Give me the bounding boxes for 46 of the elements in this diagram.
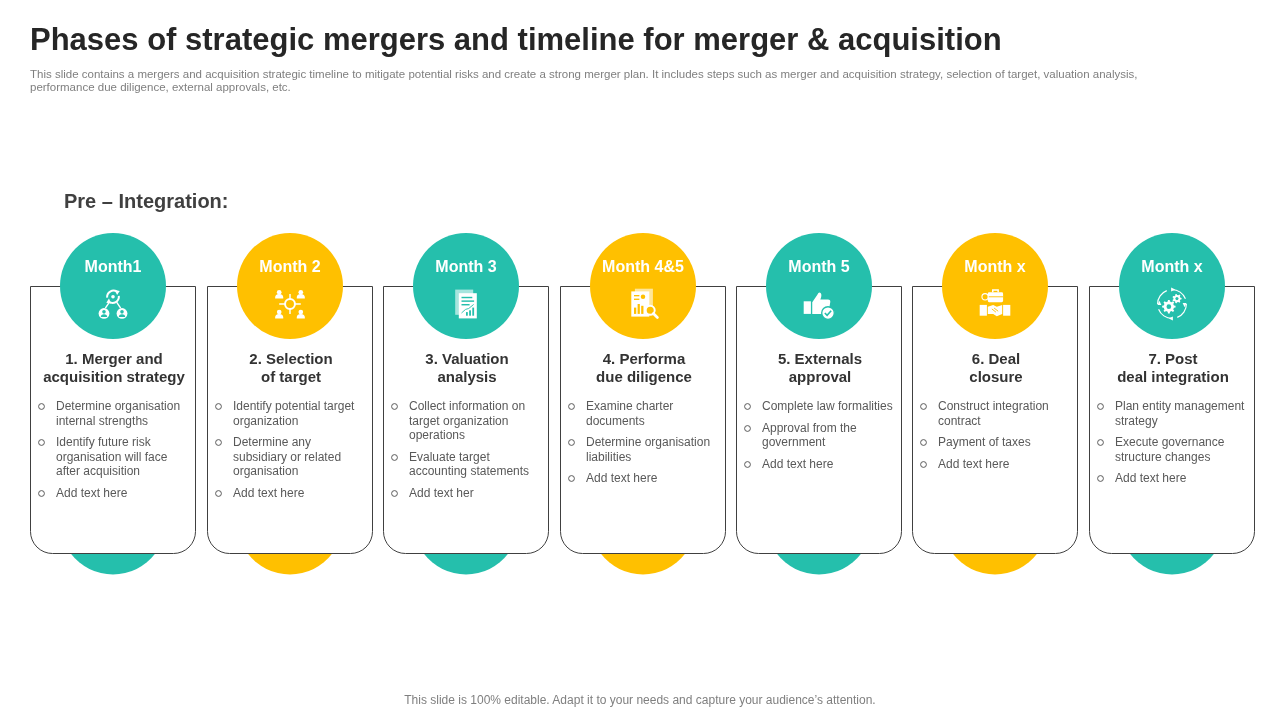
phase-card	[207, 286, 373, 575]
phase-heading: 2. Selection of target	[248, 350, 334, 386]
phase-heading: 6. Deal closure	[968, 350, 1024, 386]
phase-card	[912, 286, 1078, 575]
footer-note: This slide is 100% editable. Adapt it to your needs and capture your audience’s attention.	[404, 693, 876, 708]
phase-card	[30, 286, 196, 575]
slide-title: Phases of strategic mergers and timeline for merger & acquisition	[30, 21, 1002, 59]
phase-card	[736, 286, 902, 575]
bullet-text: Complete law formalities	[762, 399, 893, 414]
bullet-text: Plan entity management strategy	[1115, 399, 1246, 428]
month-label: Month 3	[435, 257, 497, 277]
phase-heading: 7. Post deal integration	[1116, 350, 1230, 386]
month-label: Month1	[84, 257, 142, 277]
month-label: Month x	[964, 257, 1026, 277]
bullet-text: Evaluate target accounting statements	[409, 449, 531, 479]
phase-card	[1089, 286, 1255, 575]
bullet-text: Add text here	[762, 456, 834, 471]
bullet-text: Add text her	[409, 485, 474, 500]
month-label: Month x	[1141, 257, 1203, 277]
phase-heading: 1. Merger and acquisition strategy	[42, 350, 186, 386]
bullet-text: Add text here	[586, 471, 658, 486]
bullet-text: Examine charter documents	[586, 399, 675, 428]
section-heading: Pre – Integration:	[64, 189, 229, 213]
bullet-text: Add text here	[233, 485, 305, 500]
bullet-text: Identify potential target organization	[233, 399, 356, 428]
phase-heading: 5. Externals approval	[776, 350, 864, 386]
bullet-text: Add text here	[938, 456, 1010, 471]
bullet-text: Execute governance structure changes	[1115, 435, 1226, 464]
bullet-text: Determine organisation liabilities	[586, 435, 712, 464]
bullet-text: Payment of taxes	[938, 435, 1031, 450]
bullet-text: Add text here	[56, 485, 128, 500]
phase-card	[560, 286, 726, 575]
bullet-text: Construct integration contract	[938, 399, 1050, 428]
bullet-text: Determine organisation internal strengths	[56, 399, 182, 428]
phase-heading: 3. Valuation analysis	[424, 350, 510, 386]
bullet-text: Collect information on target organization operations	[409, 399, 527, 443]
bullet-text: Determine any subsidiary or related organisation	[233, 435, 343, 479]
phase-heading: 4. Performa due diligence	[595, 350, 693, 386]
bullet-text: Add text here	[1115, 471, 1187, 486]
bullet-text: Identify future risk organisation will face after acquisition	[56, 435, 169, 479]
bullet-text: Approval from the government	[762, 420, 858, 450]
month-label: Month 2	[259, 257, 321, 277]
month-label: Month 5	[788, 257, 850, 277]
slide-description: This slide contains a mergers and acquisition strategic timeline to mitigate potential risks and create a strong merger plan. It includes steps such as merger and acquisition strategy, selection of target, valuation analysis, performance due diligence, external approvals, etc.	[30, 68, 1139, 94]
phase-card	[383, 286, 549, 575]
month-label: Month 4&5	[602, 257, 684, 277]
